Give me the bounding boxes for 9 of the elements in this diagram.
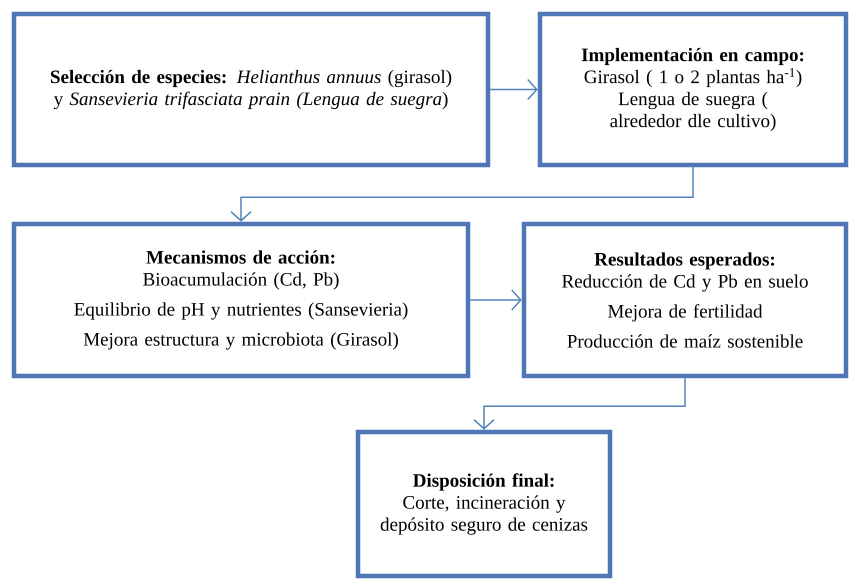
process-box: Resultados esperados: Reducción de Cd y Pb en suelo Mejora de fertilidad Producción de maíz sostenible <box>522 222 848 378</box>
arrow <box>470 290 522 310</box>
arrow <box>490 79 538 100</box>
process-box: Selección de especies: Helianthus annuus (girasol) y Sansevieria trifasciata prain (Lengua de suegra) <box>12 12 490 168</box>
process-box: Disposición final: Corte, incineración y depósito seguro de cenizas <box>356 430 612 578</box>
process-box: Mecanismos de acción: Bioacumulación (Cd, Pb) Equilibrio de pH y nutrientes (Sansevieria) Mejora estructura y microbiota (Girasol) <box>12 222 470 378</box>
arrow <box>474 378 686 430</box>
arrow <box>230 167 694 222</box>
process-box: Implementación en campo: Girasol ( 1 o 2 plantas ha$^{-1}$) Lengua de suegra ( alrededor dle cultivo) <box>538 12 848 168</box>
